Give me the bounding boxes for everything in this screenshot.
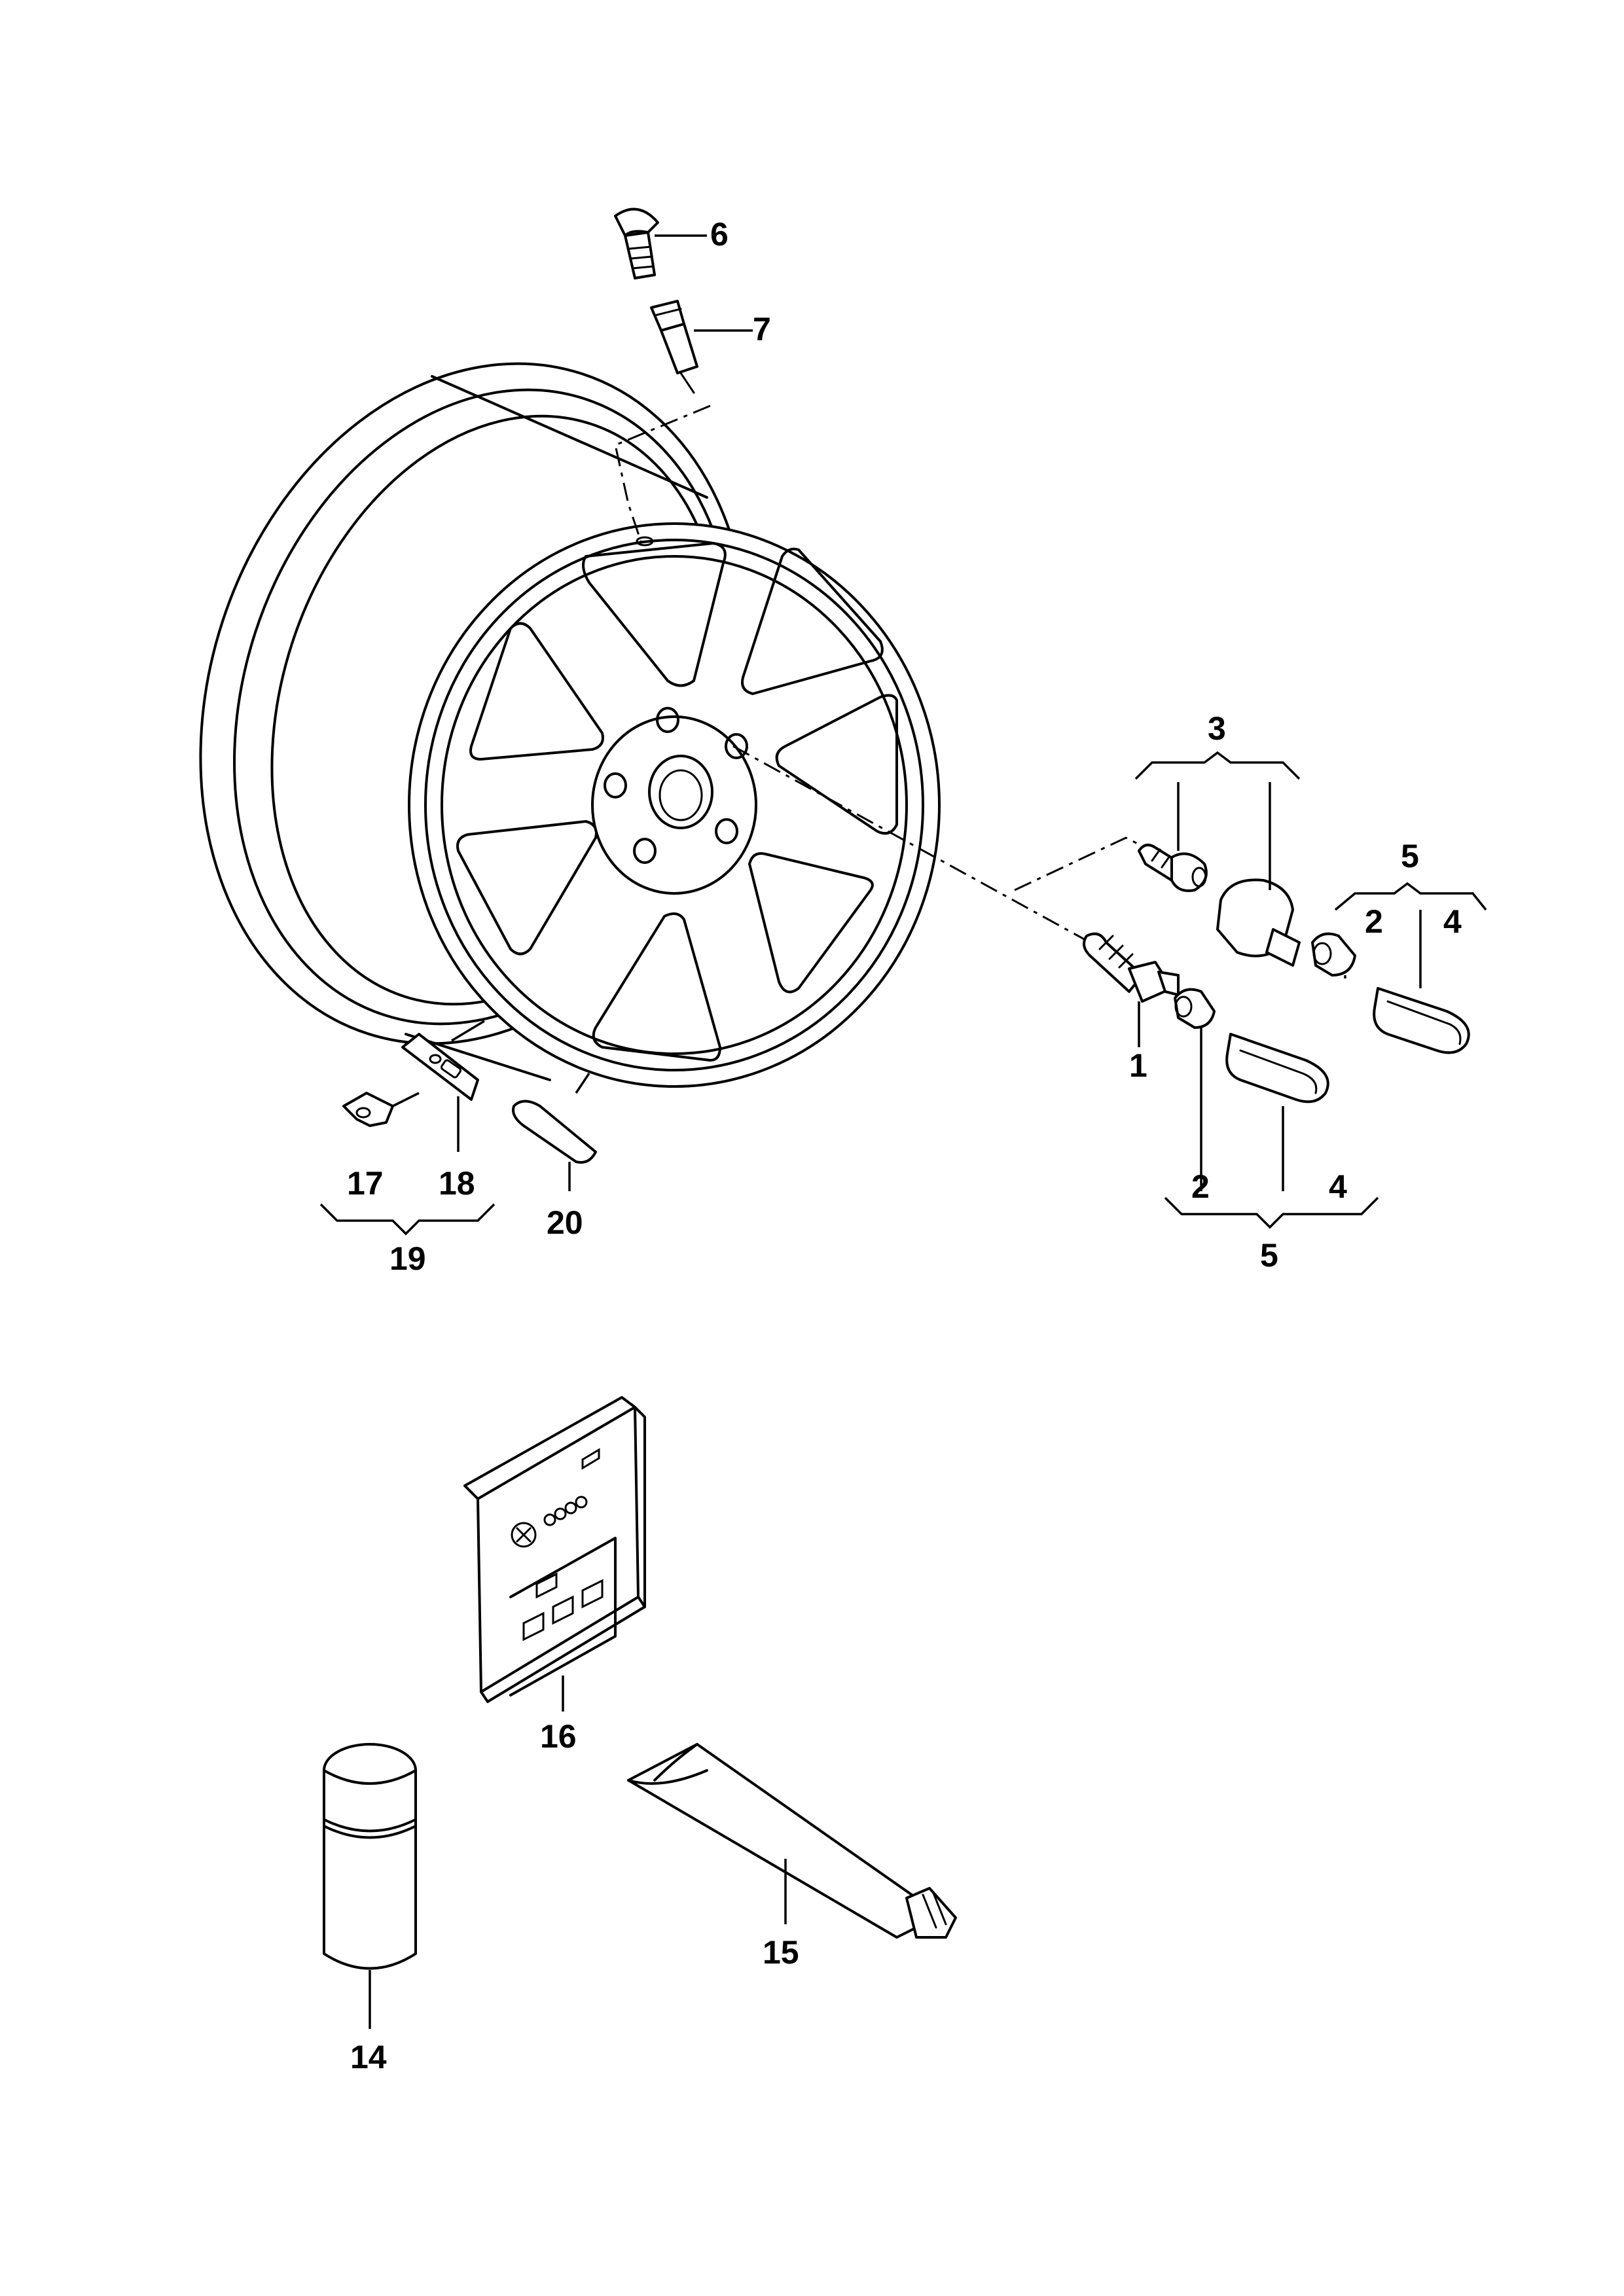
callout-2-upper: 2 <box>1365 903 1383 940</box>
callout-4-lower: 4 <box>1329 1168 1347 1205</box>
part-1-valve-stem <box>1083 932 1180 1047</box>
callout-20: 20 <box>547 1204 583 1241</box>
part-6-valve <box>614 207 707 279</box>
bracket-19 <box>319 1203 496 1236</box>
part-17-clip <box>342 1092 420 1127</box>
callout-4-upper: 4 <box>1443 903 1462 940</box>
callout-5-upper: 5 <box>1401 838 1419 874</box>
callout-15: 15 <box>763 1934 799 1971</box>
part-20-weight <box>512 1073 597 1191</box>
callout-5-lower: 5 <box>1260 1237 1278 1274</box>
callout-19: 19 <box>389 1240 426 1277</box>
brand-logo <box>511 1496 588 1548</box>
part-4-cap-lower <box>1225 1033 1329 1191</box>
part-14-spray-can <box>323 1743 417 2029</box>
alloy-wheel <box>199 362 941 1088</box>
callout-6: 6 <box>710 216 729 253</box>
part-18-weight <box>401 1020 485 1152</box>
bracket-3 <box>1134 751 1301 780</box>
callout-14: 14 <box>350 2039 387 2075</box>
callout-3: 3 <box>1208 710 1226 747</box>
callout-17: 17 <box>347 1165 384 1202</box>
callout-18: 18 <box>439 1165 475 1202</box>
callout-16: 16 <box>540 1718 577 1755</box>
part-15-tube <box>627 1743 957 1939</box>
bracket-5-lower <box>1164 1196 1379 1229</box>
callout-2-lower: 2 <box>1191 1168 1210 1205</box>
part-4-cap-upper <box>1344 910 1470 1054</box>
part-16-kit-package <box>463 1396 646 1712</box>
bracket-5-upper <box>1334 882 1487 911</box>
part-2-cap-upper <box>1311 932 1356 977</box>
part-2-cap <box>1174 988 1216 1191</box>
part-3-valve-set <box>1138 782 1301 967</box>
callout-7: 7 <box>753 311 771 348</box>
callout-1: 1 <box>1129 1047 1147 1084</box>
part-7-valve-insert <box>650 300 753 394</box>
